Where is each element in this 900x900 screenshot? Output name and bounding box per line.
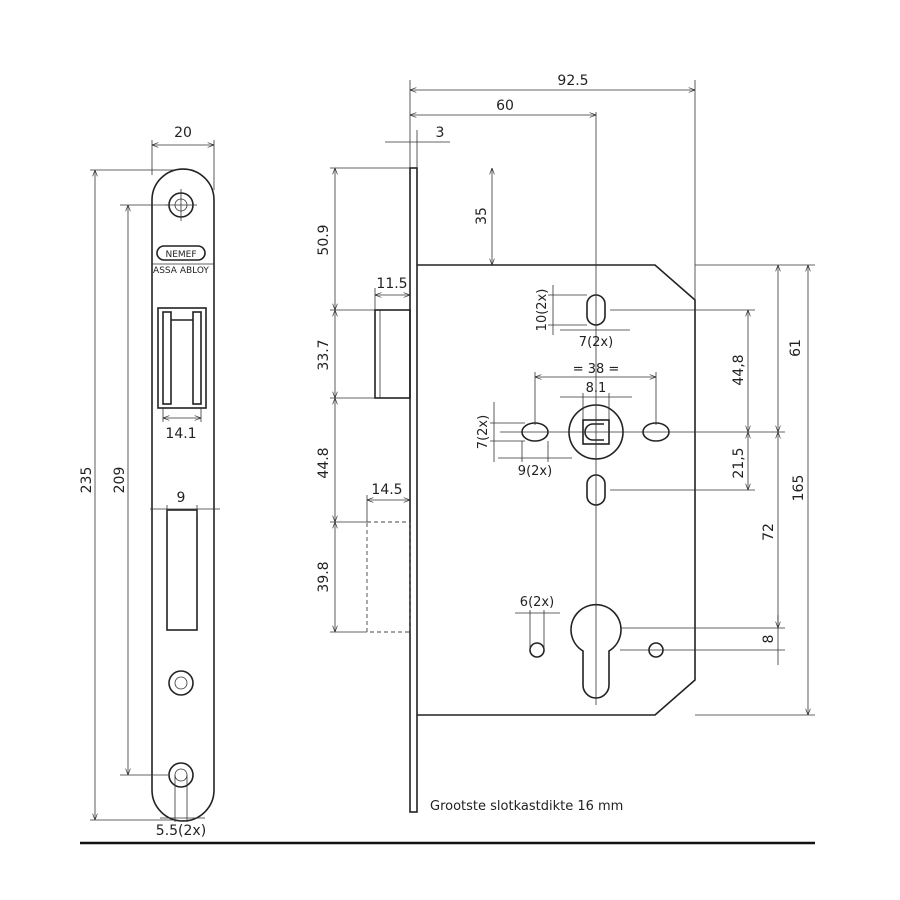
dim-faceplate-height: 235 bbox=[79, 467, 95, 494]
dim-to-lower-slot: 21,5 bbox=[731, 447, 747, 478]
dim-bolt-height: 39.8 bbox=[316, 561, 332, 592]
dim-latch-to-bolt: 44.8 bbox=[316, 447, 332, 478]
dim-cyl-offset: 8 bbox=[761, 635, 777, 644]
dim-centre-distance: 72 bbox=[761, 523, 777, 541]
dim-screw-spacing: 209 bbox=[112, 467, 128, 494]
dim-backset: 60 bbox=[496, 98, 514, 114]
latch-bolt bbox=[374, 309, 411, 399]
dim-case-height: 165 bbox=[791, 475, 807, 502]
dim-latch-height: 33.7 bbox=[316, 339, 332, 370]
latch-opening bbox=[157, 307, 207, 409]
forend-plate bbox=[409, 167, 418, 813]
nemef-logo bbox=[156, 245, 206, 261]
screw-hole-middle bbox=[168, 670, 194, 696]
lock-side-view: 92.5 60 3 35 50.9 33.7 44.8 39.8 11.5 14… bbox=[316, 73, 815, 814]
dim-bolt-projection: 14.5 bbox=[371, 482, 402, 498]
logo-subtext: ASSA ABLOY bbox=[153, 266, 209, 276]
dim-overall-depth: 92.5 bbox=[557, 73, 588, 89]
cylinder-hole bbox=[570, 603, 622, 699]
dim-to-top: 61 bbox=[788, 339, 804, 357]
dim-screw-hole: 5.5(2x) bbox=[156, 823, 206, 839]
dim-latch-width: 14.1 bbox=[165, 426, 196, 442]
dim-top-to-case: 35 bbox=[474, 207, 490, 225]
dim-faceplate-width: 20 bbox=[174, 125, 192, 141]
dim-top-to-latch: 50.9 bbox=[316, 224, 332, 255]
dim-rose-hole-width: 9(2x) bbox=[518, 464, 552, 479]
dim-rose-spacing: = 38 = bbox=[573, 362, 620, 377]
dim-slot-height: 10(2x) bbox=[535, 289, 550, 332]
dim-latch-projection: 11.5 bbox=[376, 276, 407, 292]
screw-hole-top bbox=[165, 189, 197, 221]
logo-text: NEMEF bbox=[165, 250, 196, 260]
dim-forend-thickness: 3 bbox=[436, 125, 445, 141]
dim-slot-width: 7(2x) bbox=[579, 335, 613, 350]
dim-cyl-hole: 6(2x) bbox=[520, 595, 554, 610]
dim-spindle: 8.1 bbox=[586, 381, 607, 396]
deadbolt-extended bbox=[366, 521, 411, 633]
faceplate-outline bbox=[151, 168, 215, 822]
dim-to-slot: 44,8 bbox=[731, 354, 747, 385]
faceplate-view: NEMEF ASSA ABLOY 20 235 209 14.1 9 5.5(2… bbox=[79, 125, 220, 839]
screw-hole-bottom bbox=[168, 762, 194, 822]
cyl-screw-hole-left bbox=[529, 642, 545, 658]
note-text: Grootste slotkastdikte 16 mm bbox=[430, 799, 623, 814]
dim-rose-hole-height: 7(2x) bbox=[476, 415, 491, 449]
deadbolt-opening bbox=[166, 509, 198, 631]
dim-bolt-width: 9 bbox=[177, 490, 186, 506]
